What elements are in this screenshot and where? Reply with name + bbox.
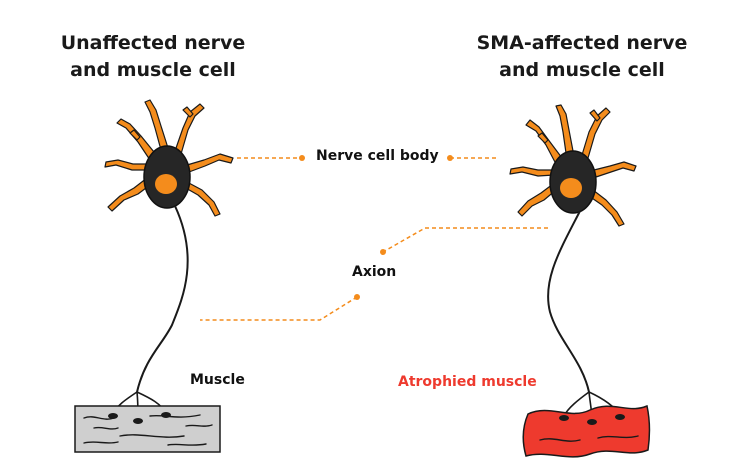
title-unaffected-line-2: and muscle cell	[70, 59, 236, 81]
label-nerve-cell-body: Nerve cell body	[316, 148, 439, 164]
dendrite	[588, 189, 625, 227]
dendrite	[186, 153, 234, 173]
muscle-healthy	[74, 405, 221, 453]
synapse-dot	[108, 413, 118, 419]
leader-dot-body-left	[299, 155, 305, 161]
dendrite	[517, 183, 557, 217]
synapse-dot	[615, 414, 625, 420]
label-muscle: Muscle	[190, 372, 245, 388]
fiber	[185, 424, 213, 427]
synapse-dot	[559, 415, 569, 421]
dendrite	[116, 118, 155, 161]
label-axon: Axion	[352, 264, 397, 280]
synapse-dot	[161, 412, 171, 418]
muscle-fibers	[83, 414, 213, 446]
nucleus-right	[560, 178, 582, 198]
dendrite	[581, 107, 611, 159]
title-affected-line-2: and muscle cell	[499, 59, 665, 81]
neuron-unaffected	[104, 99, 234, 421]
dendrites-right	[509, 104, 637, 227]
leader-lines	[200, 155, 548, 321]
title-unaffected-line-1: Unaffected nerve	[60, 32, 246, 54]
dendrite-branch	[537, 132, 549, 144]
fiber	[93, 426, 119, 430]
synapse-dot	[587, 419, 597, 425]
title-sma-affected: SMA-affected nerve and muscle cell	[442, 30, 722, 84]
dendrite-branch	[589, 109, 601, 122]
dendrite	[555, 104, 574, 154]
fiber	[539, 438, 581, 442]
dendrite	[509, 166, 555, 177]
leader-axon-left	[200, 296, 358, 321]
fiber	[597, 435, 639, 439]
dendrite-branch	[129, 129, 141, 141]
leader-axon-right	[382, 227, 548, 253]
dendrite	[144, 99, 169, 151]
dendrite-branch	[182, 106, 194, 118]
atrophied-muscle-shape	[522, 404, 651, 458]
title-unaffected: Unaffected nerve and muscle cell	[38, 30, 268, 84]
fiber	[167, 443, 207, 446]
title-affected-line-1: SMA-affected nerve	[476, 32, 688, 54]
atrophied-fibers	[539, 435, 639, 442]
dendrite	[174, 103, 205, 155]
leader-dot-axon-upper	[380, 249, 386, 255]
fiber	[149, 414, 201, 418]
synapses-left	[108, 412, 171, 424]
axon-left	[136, 205, 189, 393]
dendrite	[107, 177, 151, 212]
dendrites-left	[104, 99, 234, 217]
synapse-dot	[133, 418, 143, 424]
synapses-right	[559, 414, 625, 425]
fiber	[119, 434, 185, 438]
nucleus-left	[155, 174, 177, 194]
axon-right	[547, 210, 590, 393]
neuron-affected	[509, 104, 637, 421]
label-atrophied-muscle: Atrophied muscle	[398, 374, 537, 390]
fiber	[83, 441, 119, 444]
dendrite	[593, 161, 637, 178]
muscle-atrophied	[522, 404, 651, 458]
dendrite	[104, 159, 149, 171]
